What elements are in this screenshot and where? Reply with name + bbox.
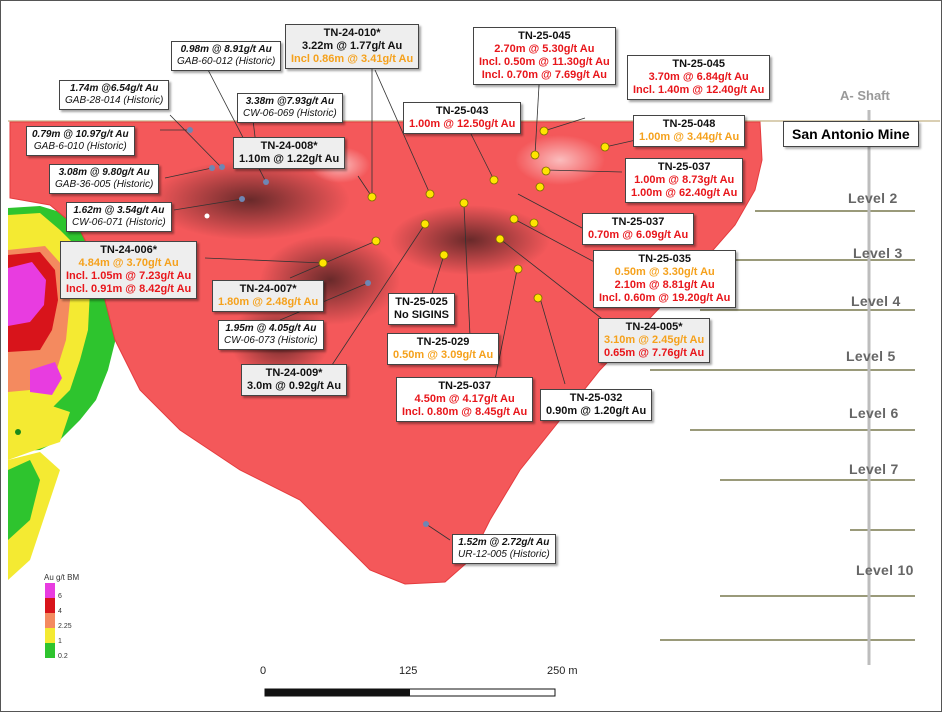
level-2-label: Level 2 (848, 190, 898, 206)
label-tn-25-037-c: TN-25-037 4.50m @ 4.17g/t Au Incl. 0.80m… (396, 377, 534, 422)
legend-class-2-25: 2.25 (58, 623, 72, 630)
label-tn-24-010: TN-24-010* 3.22m @ 1.77g/t Au Incl 0.86m… (285, 24, 420, 69)
label-gab-60-012: 0.98m @ 8.91g/t Au GAB-60-012 (Historic) (171, 41, 282, 71)
label-ur-12-005: 1.52m @ 2.72g/t Au UR-12-005 (Historic) (452, 534, 556, 564)
label-tn-25-029: TN-25-029 0.50m @ 3.09g/t Au (387, 333, 500, 365)
label-tn-24-008: TN-24-008* 1.10m @ 1.22g/t Au (233, 137, 346, 169)
label-gab-6-010: 0.79m @ 10.97g/t Au GAB-6-010 (Historic) (26, 126, 135, 156)
scale-tick-0: 0 (260, 665, 267, 677)
label-tn-24-009: TN-24-009* 3.0m @ 0.92g/t Au (241, 364, 348, 396)
level-6-label: Level 6 (849, 405, 899, 421)
drillhole-pierce-points (318, 126, 610, 303)
shaft-label: A- Shaft (840, 88, 890, 103)
label-tn-25-048: TN-25-048 1.00m @ 3.44g/t Au (633, 115, 746, 147)
scale-tick-125: 125 (399, 665, 418, 677)
label-gab-28-014: 1.74m @6.54g/t Au GAB-28-014 (Historic) (59, 80, 170, 110)
level-3-label: Level 3 (853, 245, 903, 261)
level-10-label: Level 10 (856, 562, 914, 578)
legend-class-0-2: 0.2 (58, 653, 68, 660)
legend-class-4: 4 (58, 608, 62, 615)
legend-class-6: 6 (58, 593, 62, 600)
legend-title: Au g/t BM (44, 573, 80, 582)
label-tn-24-005: TN-24-005* 3.10m @ 2.45g/t Au 0.65m @ 7.… (598, 318, 711, 363)
label-cw-06-069: 3.38m @7.93g/t Au CW-06-069 (Historic) (237, 93, 343, 123)
scale-bar (264, 688, 556, 697)
level-4-label: Level 4 (851, 293, 901, 309)
legend-colorbar (45, 583, 55, 658)
label-tn-25-032: TN-25-032 0.90m @ 1.20g/t Au (540, 389, 653, 421)
label-gab-36-005: 3.08m @ 9.80g/t Au GAB-36-005 (Historic) (49, 164, 160, 194)
label-tn-24-007: TN-24-007* 1.80m @ 2.48g/t Au (212, 280, 325, 312)
label-cw-06-071: 1.62m @ 3.54g/t Au CW-06-071 (Historic) (66, 202, 172, 232)
label-tn-25-035: TN-25-035 0.50m @ 3.30g/t Au 2.10m @ 8.8… (593, 250, 737, 308)
level-7-label: Level 7 (849, 461, 899, 477)
label-tn-25-045-a: TN-25-045 2.70m @ 5.30g/t Au Incl. 0.50m… (473, 27, 616, 85)
level-5-label: Level 5 (846, 348, 896, 364)
label-tn-25-037-a: TN-25-037 1.00m @ 8.73g/t Au 1.00m @ 62.… (625, 158, 744, 203)
label-tn-25-025: TN-25-025 No SIGINS (388, 293, 456, 325)
mine-name-label: San Antonio Mine (783, 121, 919, 147)
scale-tick-250: 250 m (547, 665, 578, 677)
label-tn-24-006: TN-24-006* 4.84m @ 3.70g/t Au Incl. 1.05… (60, 241, 198, 299)
label-tn-25-043: TN-25-043 1.00m @ 12.50g/t Au (403, 102, 522, 134)
label-tn-25-037-b: TN-25-037 0.70m @ 6.09g/t Au (582, 213, 695, 245)
label-tn-25-045-b: TN-25-045 3.70m @ 6.84g/t Au Incl. 1.40m… (627, 55, 771, 100)
label-cw-06-073: 1.95m @ 4.05g/t Au CW-06-073 (Historic) (218, 320, 324, 350)
legend-class-1: 1 (58, 638, 62, 645)
mine-levels (650, 210, 915, 641)
